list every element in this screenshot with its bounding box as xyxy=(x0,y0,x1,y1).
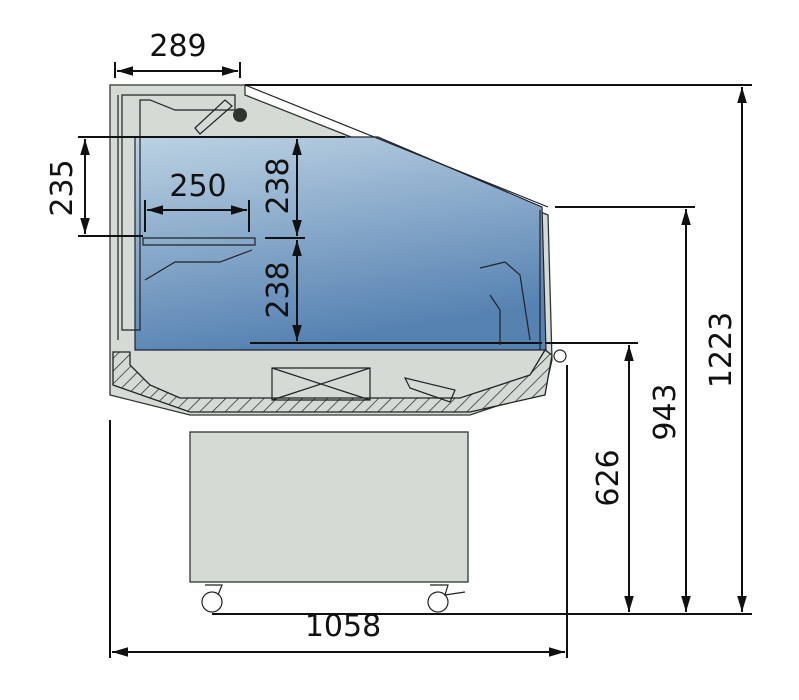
dim-total-width: 1058 xyxy=(305,609,381,644)
dim-upper-height: 238 xyxy=(261,157,296,214)
dim-total-height: 1223 xyxy=(704,312,739,388)
canopy-light-icon xyxy=(233,108,247,122)
dim-top-width: 289 xyxy=(149,29,206,64)
dim-deck-height: 626 xyxy=(591,449,626,506)
dimension-lines xyxy=(80,62,752,658)
base-cabinet xyxy=(189,431,640,615)
dim-shelf-depth: 250 xyxy=(169,169,226,204)
dim-front-glass-height: 943 xyxy=(648,383,683,440)
counter-body xyxy=(78,84,567,416)
dim-lower-height: 238 xyxy=(261,261,296,318)
dim-shelf-gap: 235 xyxy=(45,159,80,216)
